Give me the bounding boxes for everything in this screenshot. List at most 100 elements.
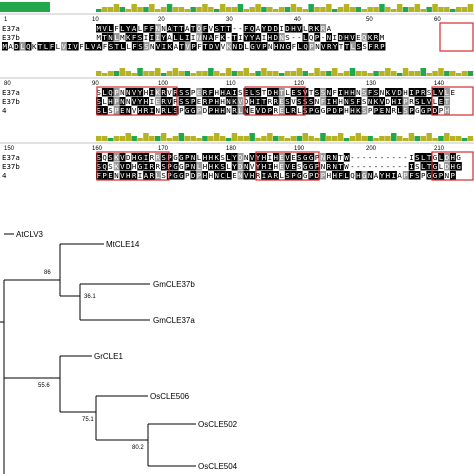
residue-highlight xyxy=(166,24,173,33)
residue-highlight xyxy=(43,42,50,51)
ruler-label: 110 xyxy=(226,81,236,87)
residue-highlight xyxy=(125,162,132,171)
conservation-bar xyxy=(249,7,255,12)
residue-highlight xyxy=(278,88,285,97)
residue-highlight xyxy=(302,153,309,162)
residue: L xyxy=(226,162,231,171)
residue: P xyxy=(209,106,214,115)
residue-highlight xyxy=(196,24,203,33)
motif-box xyxy=(96,151,170,181)
residue-highlight xyxy=(184,153,191,162)
residue: S xyxy=(109,42,113,51)
residue-highlight xyxy=(108,42,115,51)
residue: F xyxy=(321,97,326,106)
residue-highlight xyxy=(219,162,226,171)
residue-highlight xyxy=(332,106,338,115)
residue: S xyxy=(185,97,189,106)
residue-highlight xyxy=(361,88,368,97)
conservation-bar xyxy=(414,4,421,12)
conservation-bar xyxy=(296,7,303,12)
residue-highlight xyxy=(420,153,427,162)
residue: N xyxy=(321,153,325,162)
residue-highlight xyxy=(166,106,173,115)
residue-highlight xyxy=(396,97,403,106)
residue-highlight xyxy=(402,106,409,115)
residue: I xyxy=(156,33,160,42)
residue: - xyxy=(374,162,378,171)
conservation-bar xyxy=(155,9,161,12)
residue: L xyxy=(20,42,25,51)
residue: R xyxy=(156,162,161,171)
conservation-bar xyxy=(385,136,391,141)
residue: G xyxy=(309,162,313,171)
residue: K xyxy=(356,106,361,115)
residue-highlight xyxy=(125,106,132,115)
residue: P xyxy=(167,162,172,171)
conservation-bar xyxy=(101,73,108,76)
residue-highlight xyxy=(72,42,79,51)
residue: S xyxy=(357,42,361,51)
residue-highlight xyxy=(249,42,256,51)
residue: L xyxy=(421,153,426,162)
residue-highlight xyxy=(137,33,144,42)
leaf-label: GmCLE37a xyxy=(153,316,195,325)
conservation-bar xyxy=(302,9,308,12)
residue: P xyxy=(114,88,119,97)
conservation-bar xyxy=(137,7,143,12)
residue-highlight xyxy=(267,24,273,33)
conservation-bar xyxy=(426,73,432,76)
residue-highlight xyxy=(231,88,238,97)
residue: V xyxy=(297,24,302,33)
conservation-bar xyxy=(131,73,137,76)
residue: K xyxy=(315,24,320,33)
conservation-bar xyxy=(355,7,362,12)
leaf-label: OsCLE506 xyxy=(150,392,190,401)
conservation-bar xyxy=(426,7,432,12)
residue-highlight xyxy=(113,88,120,97)
residue-highlight xyxy=(296,88,303,97)
residue-highlight xyxy=(107,153,114,162)
residue: A xyxy=(132,24,137,33)
residue-highlight xyxy=(125,171,132,180)
residue-highlight xyxy=(184,97,191,106)
conservation-bar xyxy=(426,133,432,141)
residue: L xyxy=(250,88,255,97)
residue-highlight xyxy=(367,33,374,42)
residue: R xyxy=(374,42,379,51)
conservation-bar xyxy=(308,73,314,76)
residue-highlight xyxy=(66,42,73,51)
residue: S xyxy=(108,106,112,115)
conservation-bar xyxy=(137,138,143,141)
residue-highlight xyxy=(237,106,244,115)
conservation-bar xyxy=(444,71,450,76)
residue: N xyxy=(161,24,165,33)
residue-highlight xyxy=(326,153,332,162)
residue: G xyxy=(362,171,366,180)
residue: G xyxy=(173,162,177,171)
residue: N xyxy=(386,106,390,115)
residue: W xyxy=(344,153,349,162)
leaf-label: GrCLE1 xyxy=(94,352,123,361)
residue-highlight xyxy=(278,162,285,171)
residue: F xyxy=(338,171,343,180)
residue-highlight xyxy=(355,171,362,180)
residue-highlight xyxy=(243,171,250,180)
residue: G xyxy=(179,171,183,180)
residue-highlight xyxy=(131,24,138,33)
residue: S xyxy=(285,97,289,106)
residue: L xyxy=(439,153,444,162)
residue-highlight xyxy=(385,88,391,97)
residue: T xyxy=(427,162,432,171)
residue: N xyxy=(226,106,230,115)
residue-highlight xyxy=(184,42,191,51)
conservation-bar xyxy=(178,7,185,12)
residue-highlight xyxy=(297,42,303,51)
residue: L xyxy=(238,106,243,115)
residue: Q xyxy=(350,171,355,180)
residue-highlight xyxy=(96,171,102,180)
residue-highlight xyxy=(101,162,108,171)
residue-highlight xyxy=(219,33,226,42)
residue-highlight xyxy=(308,24,315,33)
conservation-bar xyxy=(160,73,167,76)
residue-highlight xyxy=(320,171,327,180)
